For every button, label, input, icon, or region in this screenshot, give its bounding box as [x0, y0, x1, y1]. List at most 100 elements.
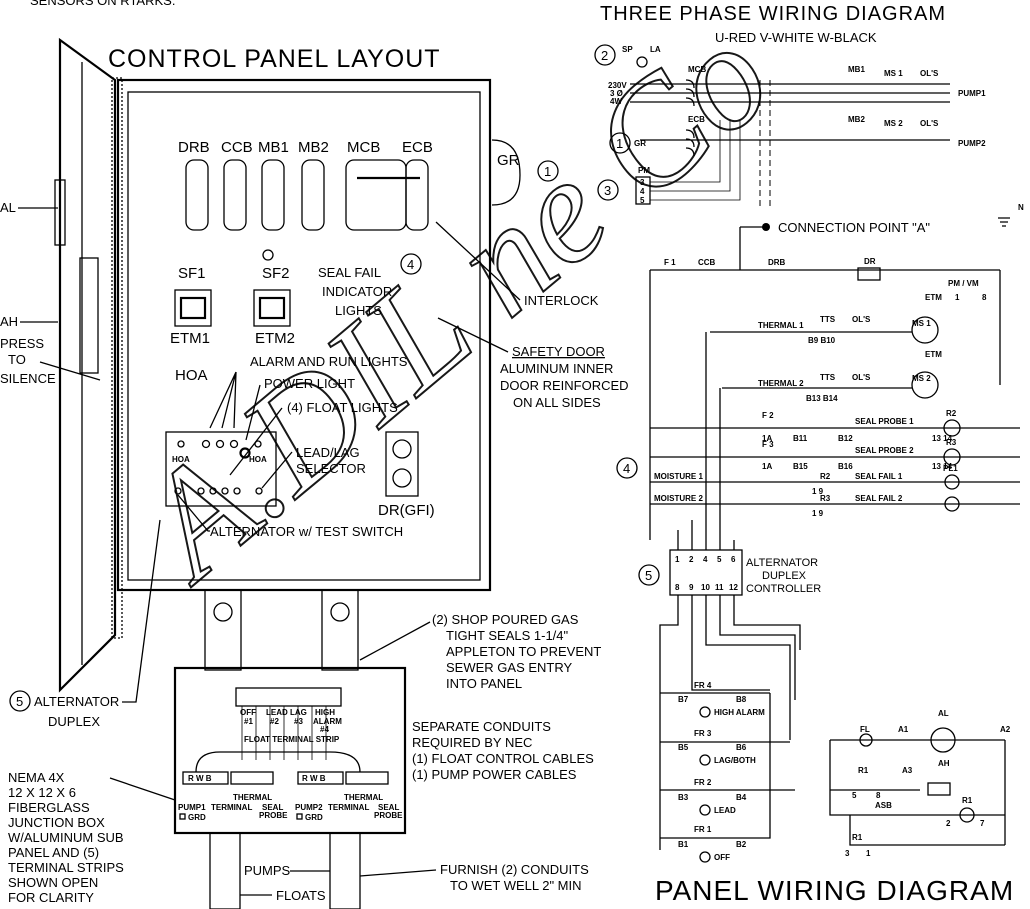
- terminal-1: TERMINAL: [211, 803, 252, 812]
- callout-3: [597, 179, 619, 201]
- junction-box: OFF LEAD LAG HIGH #1 #2 #3 ALARM #4 FLOA…: [173, 666, 407, 835]
- breaker-mb2[interactable]: [301, 159, 325, 231]
- lead-lag-switch[interactable]: [255, 487, 263, 495]
- alt-top-wires: [677, 332, 735, 550]
- pump2-label: PUMP2: [295, 803, 323, 812]
- b6-label: B6: [736, 743, 747, 752]
- drb-wiring-label: DRB: [768, 258, 786, 267]
- a1-label: A1: [898, 725, 909, 734]
- sub-panel: [165, 431, 277, 507]
- panel-inner: [127, 91, 481, 581]
- float-light-4: [233, 487, 241, 495]
- fr4-label: FR 4: [694, 681, 712, 690]
- r3-small: R3: [820, 494, 831, 503]
- lead-label: LEAD: [714, 806, 736, 815]
- alternator-leader: [177, 494, 210, 532]
- safety-door-label-1: SAFETY DOOR: [512, 344, 605, 359]
- breaker-mcb[interactable]: [345, 159, 407, 231]
- nema-1: NEMA 4X: [8, 770, 65, 785]
- r1-coil-7: 7: [980, 819, 985, 828]
- seal-fail2-label: SEAL FAIL 2: [855, 494, 903, 503]
- float-wires-wiring: [660, 692, 795, 839]
- moisture1-label: MOISTURE 1: [654, 472, 703, 481]
- nema-6: PANEL AND (5): [8, 845, 99, 860]
- seal-1: SEAL: [262, 803, 283, 812]
- dr-wiring-label: DR: [864, 257, 876, 266]
- f2-1a: 1A: [762, 434, 772, 443]
- breaker-drb[interactable]: [185, 159, 209, 231]
- breaker-mb1[interactable]: [261, 159, 285, 231]
- three-phase-title: THREE PHASE WIRING DIAGRAM: [600, 3, 946, 25]
- lag-both-float: [699, 754, 711, 766]
- callout-4-panel: [400, 253, 422, 275]
- hoa-switch-1[interactable]: [177, 440, 185, 448]
- callout-2: [594, 44, 616, 66]
- conduit-left-lower: [209, 832, 241, 909]
- breakers: DRB CCB MB1 MB2 MCB ECB: [178, 139, 433, 231]
- pump-wire-arc: [195, 751, 361, 773]
- alt-top-6: 6: [731, 555, 736, 564]
- float-lights-label: (4) FLOAT LIGHTS: [287, 400, 398, 415]
- alternator-test-switch[interactable]: [174, 487, 182, 495]
- pl1-light: [944, 474, 960, 490]
- alt-duplex-leader: [122, 519, 161, 703]
- ground-symbol: [998, 217, 1010, 227]
- thermal1-label: THERMAL 1: [758, 321, 804, 330]
- alt-label-1: ALTERNATOR: [746, 557, 818, 569]
- seal-fail-light-1: [262, 249, 274, 261]
- probe-2: PROBE: [374, 811, 403, 820]
- pump2-terminal-strip: [345, 771, 389, 785]
- alt-label-2: DUPLEX: [762, 570, 807, 582]
- f1-label: F 1: [664, 258, 676, 267]
- shop-seals-5: INTO PANEL: [446, 676, 522, 691]
- float-light-1: [197, 487, 205, 495]
- alt-bottom-wires: [659, 595, 801, 850]
- seal-fail-label-1: SEAL FAIL: [318, 265, 381, 280]
- breaker-ccb[interactable]: [223, 159, 247, 231]
- interlock-label: INTERLOCK: [524, 293, 599, 308]
- alt-label-3: CONTROLLER: [746, 583, 821, 595]
- gr-receptacle: [491, 139, 521, 206]
- supply-lines: [630, 83, 950, 103]
- b15-label: B15: [793, 462, 808, 471]
- left-label-press: PRESS: [0, 336, 44, 351]
- etm2-label: ETM2: [255, 330, 295, 347]
- al-light-fixture: [54, 179, 66, 246]
- off-label: OFF: [714, 853, 730, 862]
- callout-2-text: 2: [601, 48, 608, 63]
- safety-door-label-3: DOOR REINFORCED: [500, 378, 629, 393]
- tts-2-label: TTS: [820, 373, 836, 382]
- f3-1a: 1A: [762, 462, 772, 471]
- lead-lag-label-1: LEAD/LAG: [296, 445, 360, 460]
- r2-nums: 13 14: [932, 434, 953, 443]
- run-light-1: [215, 439, 225, 449]
- b11-label: B11: [793, 434, 808, 443]
- alt-bot-9: 9: [689, 583, 694, 592]
- hoa-switch-2[interactable]: [254, 440, 262, 448]
- breaker-ecb[interactable]: [405, 159, 429, 231]
- alt-bot-12: 12: [729, 583, 738, 592]
- f3-label: F 3: [762, 440, 774, 449]
- fr3-label: FR 3: [694, 729, 712, 738]
- alt-top-1: 1: [675, 555, 680, 564]
- dr-gfi-label: DR(GFI): [378, 502, 435, 519]
- gfi-outlet-1: [392, 439, 412, 459]
- b1-label: B1: [678, 840, 689, 849]
- float-num-2: #2: [270, 717, 279, 726]
- b2-label: B2: [736, 840, 747, 849]
- connection-point-label: CONNECTION POINT "A": [778, 220, 930, 235]
- r1-coil: [959, 807, 975, 823]
- callout-4-panel-text: 4: [407, 257, 414, 272]
- callout-5-left: [9, 690, 31, 712]
- lead-lag-label-2: SELECTOR: [296, 461, 366, 476]
- gfi-receptacle: [385, 431, 419, 497]
- mb2-label: MB2: [848, 115, 865, 124]
- etm2-window: [258, 296, 286, 320]
- nema-4: JUNCTION BOX: [8, 815, 105, 830]
- float-wires: [241, 706, 327, 760]
- conduit-right-lower: [329, 832, 361, 909]
- ols-2-label: OL'S: [920, 119, 939, 128]
- r1-1: 1: [866, 849, 871, 858]
- high-alarm-float: [699, 706, 711, 718]
